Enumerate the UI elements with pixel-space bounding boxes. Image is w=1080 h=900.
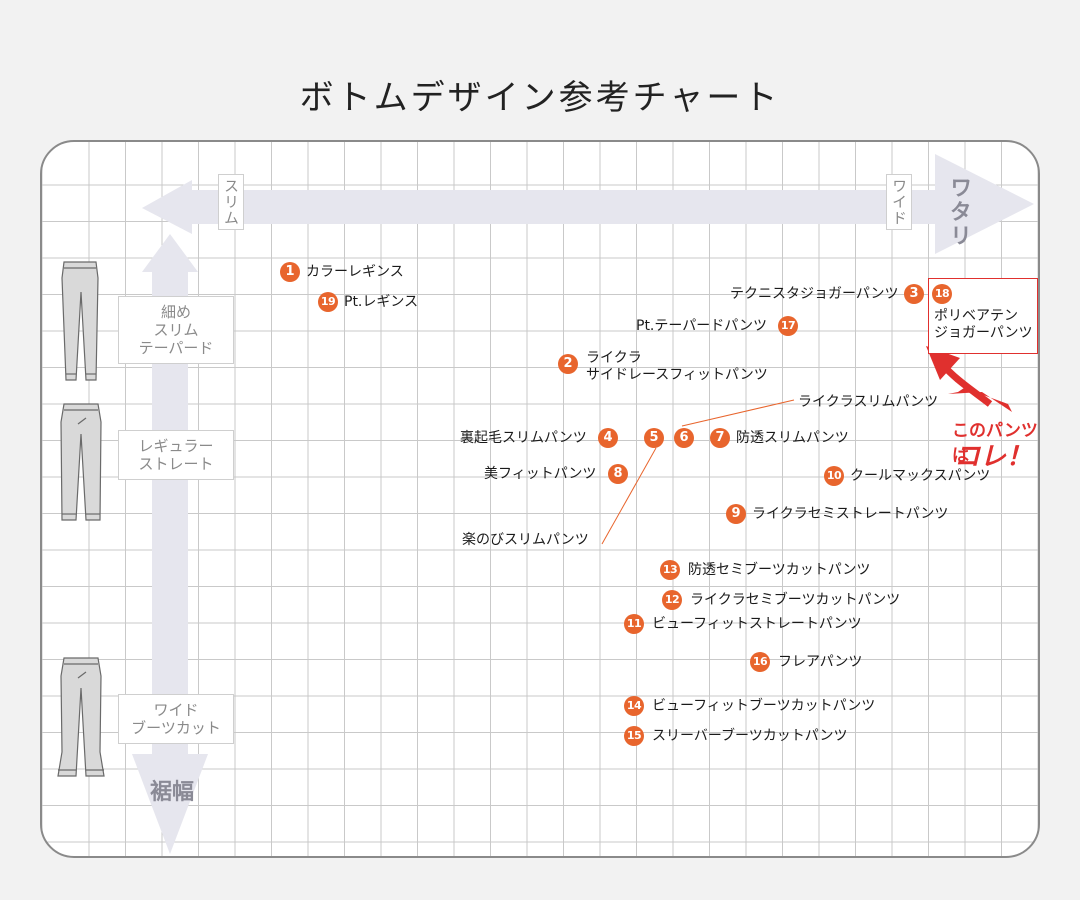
item-badge-15: 15 [624,726,644,746]
callout-line1: このパンツは [952,421,1038,466]
item-label-18-line2: ジョガーパンツ [934,325,1033,341]
horizontal-axis-arrow [142,154,1034,254]
callout-arrow-head [926,346,960,380]
slim-axis-label: スリム [218,174,244,230]
callout-arrow-shaft [939,361,993,407]
page-title: ボトムデザイン参考チャート [299,78,781,118]
item-badge-10: 10 [824,466,844,486]
item-badge-19: 19 [318,292,338,312]
category-line: ストレート [138,455,214,473]
item-label-19[interactable]: Pt.レギンス [344,294,419,310]
item-badge-17: 17 [778,316,798,336]
item-label-2[interactable]: ライクラ サイドレースフィットパンツ [586,350,768,384]
item-label-3[interactable]: テクニスタジョガーパンツ [730,286,899,302]
pants-straight-icon [60,403,102,521]
category-wide-bootcut: ワイド ブーツカット [118,694,234,744]
item-label-9[interactable]: ライクラセミストレートパンツ [752,506,949,522]
item-badge-14: 14 [624,696,644,716]
item-badge-13: 13 [660,560,680,580]
category-line: レギュラー [138,437,214,455]
leader-line-6 [681,399,795,427]
item-badge-7: 7 [710,428,730,448]
item-label-18[interactable]: ポリベアテン ジョガーパンツ [934,308,1033,342]
item-badge-18: 18 [932,284,952,304]
category-line: スリム [153,321,199,339]
item-label-14[interactable]: ビューフィットブーツカットパンツ [652,698,876,714]
pants-bootcut-icon [57,657,105,777]
item-badge-8: 8 [608,464,628,484]
item-label-15[interactable]: スリーバーブーツカットパンツ [652,728,848,744]
susohaba-axis-title: 裾幅 [150,780,195,805]
item-label-7[interactable]: 防透スリムパンツ [736,430,849,446]
item-label-10[interactable]: クールマックスパンツ [850,468,991,484]
arrows-layer [57,154,1034,854]
item-label-2-line2: サイドレースフィットパンツ [586,367,768,383]
item-badge-2: 2 [558,354,578,374]
item-label-13[interactable]: 防透セミブーツカットパンツ [688,562,871,578]
item-label-5[interactable]: 楽のびスリムパンツ [462,532,589,548]
item-badge-3: 3 [904,284,924,304]
watari-axis-title: ワタリ [946,176,971,248]
item-label-4[interactable]: 裏起毛スリムパンツ [460,430,587,446]
item-label-16[interactable]: フレアパンツ [778,654,863,670]
item-badge-1: 1 [280,262,300,282]
item-badge-9: 9 [726,504,746,524]
pants-slim-icon [61,261,99,381]
chart-board: スリム ワイド ワタリ 裾幅 細め スリム テーパード レギュラー ストレート … [40,140,1040,858]
category-line: ブーツカット [131,719,221,737]
item-badge-12: 12 [662,590,682,610]
callout-line2: コレ！ [954,442,1033,472]
item-badge-11: 11 [624,614,644,634]
item-badge-16: 16 [750,652,770,672]
item-badge-5: 5 [644,428,664,448]
item-label-11[interactable]: ビューフィットストレートパンツ [652,616,862,632]
item-label-1[interactable]: カラーレギンス [306,264,404,280]
category-slim-tapered: 細め スリム テーパード [118,296,234,364]
item-label-17[interactable]: Pt.テーパードパンツ [636,318,767,334]
category-regular-straight: レギュラー ストレート [118,430,234,480]
item-label-6[interactable]: ライクラスリムパンツ [798,394,939,410]
item-label-2-line1: ライクラ [586,350,642,366]
category-line: 細め [160,303,191,321]
item-badge-6: 6 [674,428,694,448]
category-line: ワイド [153,701,199,719]
wide-axis-label: ワイド [886,174,912,230]
vertical-axis-arrow [132,234,208,854]
leader-line-5 [601,447,657,545]
item-label-8[interactable]: 美フィットパンツ [484,466,597,482]
item-label-12[interactable]: ライクラセミブーツカットパンツ [690,592,901,608]
item-label-18-line1: ポリベアテン [934,308,1018,324]
category-line: テーパード [138,339,214,357]
item-badge-4: 4 [598,428,618,448]
